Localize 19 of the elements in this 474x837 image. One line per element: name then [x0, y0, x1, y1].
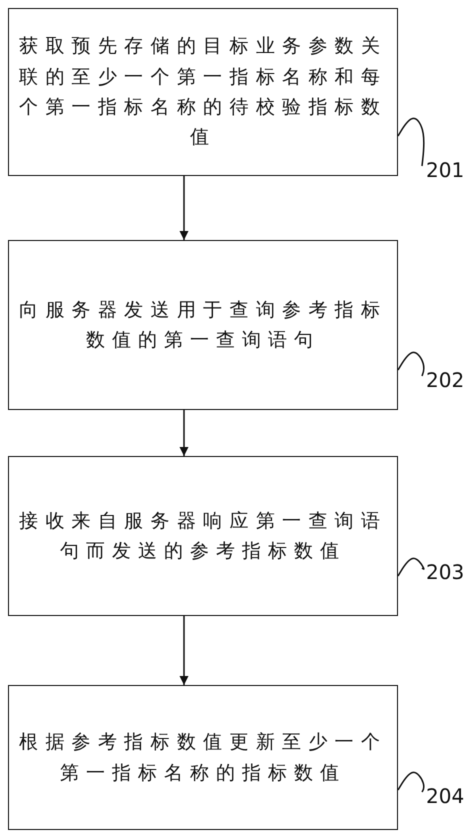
process-box	[8, 8, 398, 176]
leader-line	[397, 772, 425, 792]
step-text: 根据参考指标数值更新至少一个第一指标名称的指标数值	[19, 730, 387, 786]
process-box	[8, 240, 398, 410]
process-box	[8, 456, 398, 616]
arrow	[180, 616, 188, 685]
step-number: 202	[426, 368, 464, 392]
arrow	[180, 176, 188, 240]
step-number: 201	[426, 158, 464, 182]
step-text: 获取预先存储的目标业务参数关联的至少一个第一指标名称和每个第一指标名称的待校验指标数值	[19, 34, 387, 150]
step-text: 向服务器发送用于查询参考指标数值的第一查询语句	[19, 298, 387, 353]
leader-line	[397, 352, 425, 376]
leader-line	[397, 118, 425, 166]
process-box	[8, 685, 398, 830]
step-text: 接收来自服务器响应第一查询语句而发送的参考指标数值	[19, 508, 387, 564]
leader-line	[397, 558, 424, 576]
step-number: 203	[426, 560, 464, 584]
arrow	[180, 410, 188, 456]
step-number: 204	[426, 784, 464, 808]
